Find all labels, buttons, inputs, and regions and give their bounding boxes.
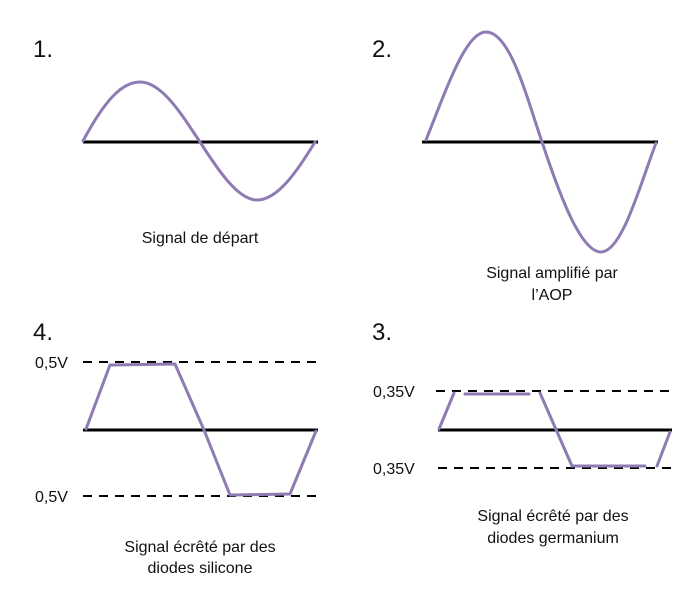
clipped-wave (84, 362, 318, 497)
panel-3-germanium-clipped: 3. 0,35V 0,35V Signal écrêté par des dio… (372, 319, 672, 547)
panel-1-original-signal: 1. Signal de départ (33, 36, 318, 247)
caption-line-1: Signal amplifié par (486, 265, 618, 282)
amplified-sine-wave (424, 30, 658, 254)
panel-2-amplified-signal: 2. Signal amplifié par l’AOP (372, 30, 658, 304)
caption-line-2: l’AOP (532, 287, 573, 304)
panel-number: 2. (372, 36, 392, 63)
top-level-label: 0,35V (373, 384, 415, 401)
panel-number: 3. (372, 319, 392, 346)
top-level-label: 0,5V (35, 355, 68, 372)
caption: Signal de départ (142, 230, 259, 247)
bottom-level-label: 0,35V (373, 461, 415, 478)
panel-4-silicon-clipped: 4. 0,5V 0,5V Signal écrêté par des diode… (33, 319, 318, 577)
bottom-level-label: 0,5V (35, 489, 68, 506)
caption-line-1: Signal écrêté par des (124, 539, 275, 556)
panel-number: 4. (33, 319, 53, 346)
caption-line-2: diodes germanium (487, 530, 619, 547)
caption-line-1: Signal écrêté par des (477, 508, 628, 525)
caption-line-2: diodes silicone (148, 560, 253, 577)
clipped-wave (437, 391, 672, 468)
panel-number: 1. (33, 36, 53, 63)
sine-wave (81, 80, 317, 202)
